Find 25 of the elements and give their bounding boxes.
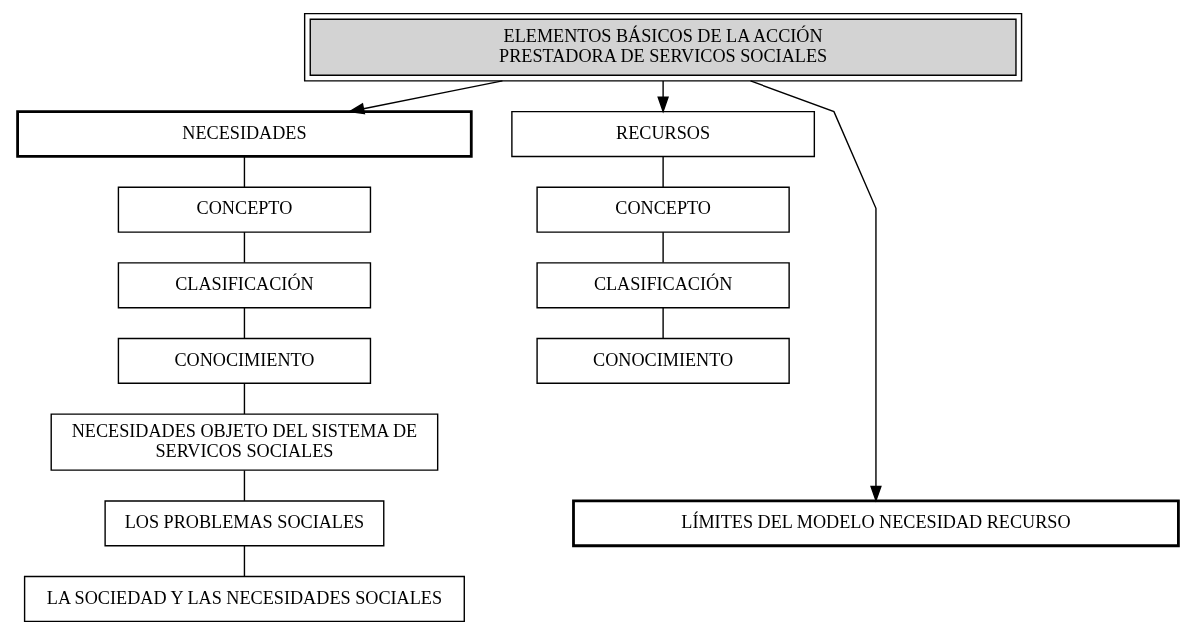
node-box: RECURSOS bbox=[511, 110, 816, 158]
arrow bbox=[749, 80, 882, 503]
node-box: NECESIDADES OBJETO DEL SISTEMA DE SERVICOS SOCIALES bbox=[50, 413, 439, 471]
node-box: CONCEPTO bbox=[536, 186, 790, 233]
node-box: ELEMENTOS BÁSICOS DE LA ACCIÓN PRESTADORA DE SERVICOS SOCIALES bbox=[303, 12, 1023, 82]
connector bbox=[243, 307, 246, 339]
node-box: LOS PROBLEMAS SOCIALES bbox=[104, 500, 385, 547]
connector bbox=[243, 231, 246, 264]
connector bbox=[662, 307, 664, 339]
connector bbox=[243, 469, 246, 502]
node-box: NECESIDADES bbox=[16, 110, 473, 158]
connector bbox=[662, 155, 664, 188]
node-box: CONOCIMIENTO bbox=[117, 337, 372, 384]
arrow bbox=[347, 80, 504, 115]
node-box: CONOCIMIENTO bbox=[536, 337, 790, 384]
arrow bbox=[657, 80, 669, 114]
connector bbox=[243, 155, 246, 188]
node-box: CONCEPTO bbox=[117, 186, 372, 233]
node-box: CLASIFICACIÓN bbox=[536, 262, 790, 309]
node-box: LÍMITES DEL MODELO NECESIDAD RECURSO bbox=[572, 499, 1180, 548]
connector bbox=[662, 231, 664, 264]
connector bbox=[243, 545, 246, 577]
node-box: LA SOCIEDAD Y LAS NECESIDADES SOCIALES bbox=[23, 575, 465, 623]
node-box: CLASIFICACIÓN bbox=[117, 262, 372, 309]
connector bbox=[243, 382, 246, 415]
